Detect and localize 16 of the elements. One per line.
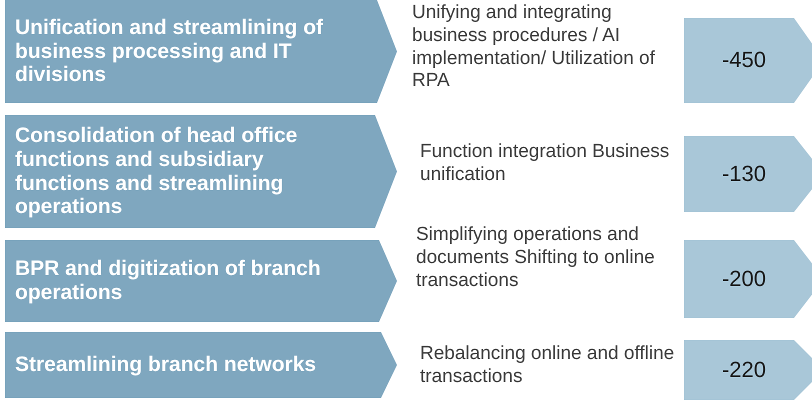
value-label: -200 (722, 266, 766, 292)
description-text: Simplifying operations and documents Shifting to online transactions (416, 224, 656, 292)
value-label: -220 (722, 358, 766, 382)
arrow-shape (684, 18, 812, 103)
step-title: Unification and streamlining of business processing and IT divisions (15, 16, 324, 87)
arrow-shape (684, 136, 812, 212)
step-title: Streamlining branch networks (15, 353, 316, 377)
description-text: Rebalancing online and offline transactions (420, 343, 676, 389)
value-label: -450 (722, 48, 766, 73)
step-title: BPR and digitization of branch operations (15, 257, 322, 305)
description-text: Unifying and integrating business procedures / AI implementation/ Utilization of RPA (412, 2, 656, 94)
value-label: -130 (722, 162, 766, 186)
arrow-shape (684, 340, 812, 400)
arrow-shape (684, 240, 812, 318)
step-title: Consolidation of head office functions and subsidiary functions and streamlining operations (15, 124, 298, 219)
description-text: Function integration Business unification (420, 141, 670, 187)
